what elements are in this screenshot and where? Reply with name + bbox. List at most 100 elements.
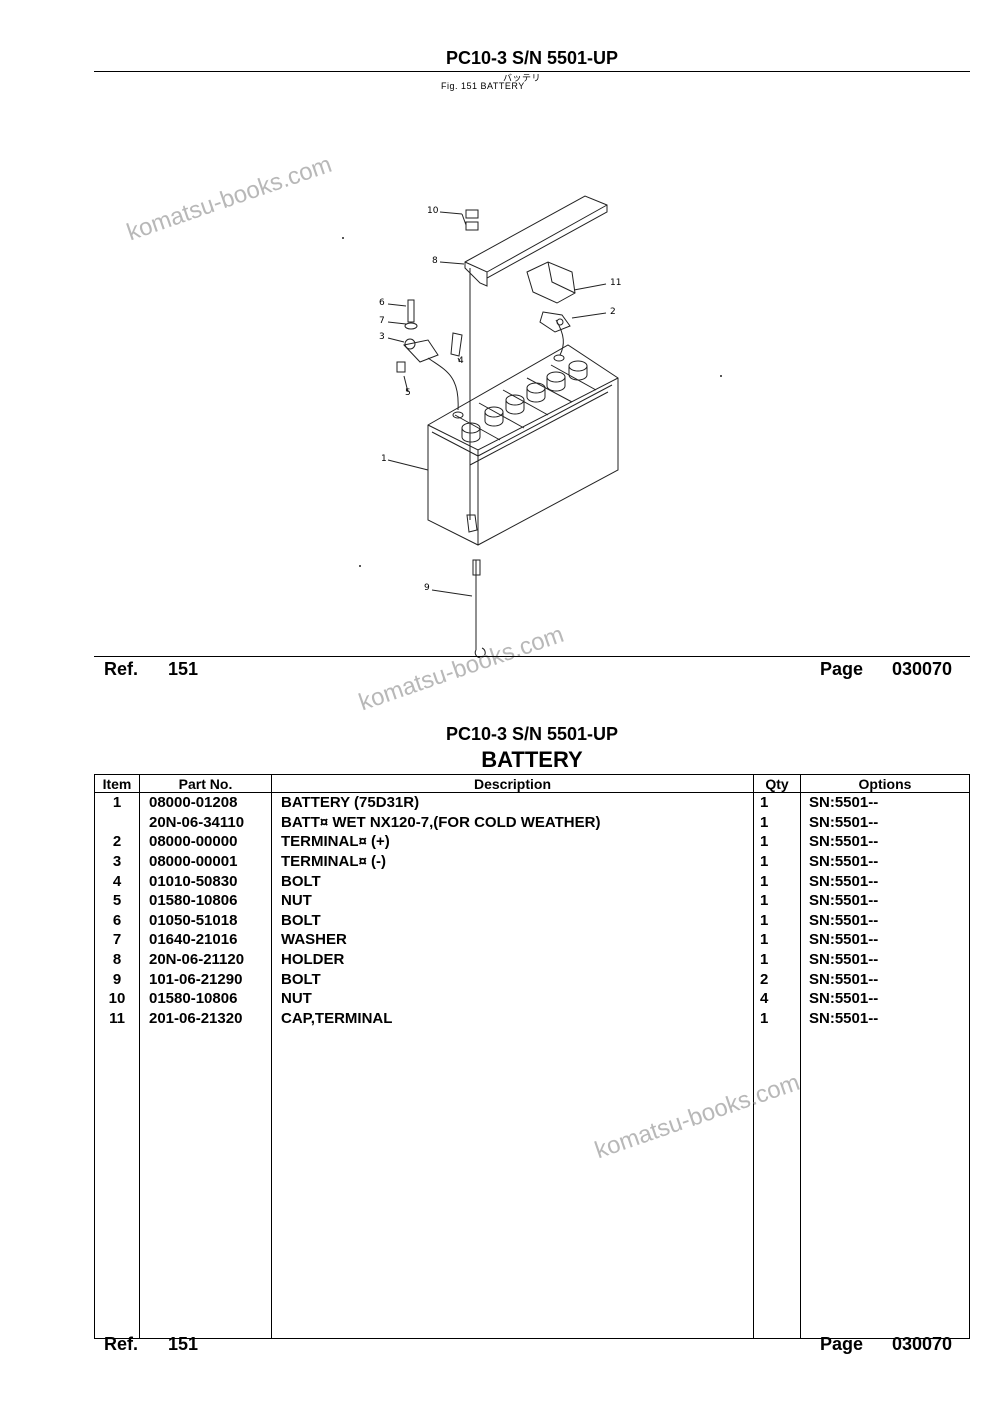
ref-label-top: Ref. (104, 659, 139, 679)
battery-exploded-diagram (342, 195, 722, 659)
cell-options: SN:5501-- (800, 832, 970, 852)
cell-quantity: 1 (753, 851, 801, 872)
table-header-row: Item Part No. Description Qty Options (94, 774, 970, 793)
cell-options: SN:5501-- (800, 871, 970, 891)
cell-quantity: 1 (753, 930, 801, 950)
cell-quantity: 1 (753, 910, 801, 931)
callout-1: 1 (381, 454, 387, 464)
cell-item-number: 2 (94, 832, 140, 852)
cell-item-number: 6 (94, 910, 140, 931)
cell-part-number: 20N-06-21120 (139, 949, 272, 970)
callout-6: 6 (379, 298, 385, 308)
cell-part-number: 01580-10806 (139, 988, 272, 1009)
callout-2: 2 (610, 307, 616, 317)
page-value-bottom: 030070 (892, 1334, 953, 1354)
header-rule (94, 71, 970, 72)
cell-options: SN:5501-- (800, 851, 970, 872)
fig-caption-jp: バッテリ (503, 73, 542, 83)
cell-description: CAP,TERMINAL (271, 1008, 754, 1029)
col-header-qty: Qty (753, 774, 801, 793)
callout-9: 9 (424, 583, 430, 593)
cell-part-number: 01640-21016 (139, 930, 272, 950)
cell-item-number: 3 (94, 851, 140, 872)
footer-rule-top (94, 656, 970, 657)
cell-description: WASHER (271, 930, 754, 950)
model-title-bottom: PC10-3 S/N 5501-UP (445, 724, 619, 744)
cell-part-number: 01050-51018 (139, 910, 272, 931)
callout-5: 5 (405, 388, 411, 398)
cell-description: NUT (271, 988, 754, 1009)
cell-part-number: 01580-10806 (139, 890, 272, 911)
cell-description: HOLDER (271, 949, 754, 970)
cell-options: SN:5501-- (800, 969, 970, 989)
callout-3: 3 (379, 332, 385, 342)
callout-4: 4 (458, 356, 464, 366)
cell-options: SN:5501-- (800, 1008, 970, 1029)
cell-options: SN:5501-- (800, 792, 970, 813)
cell-options: SN:5501-- (800, 949, 970, 970)
cell-quantity: 1 (753, 812, 801, 833)
cell-item-number (94, 812, 140, 833)
cell-description: BOLT (271, 969, 754, 989)
callout-7: 7 (379, 316, 385, 326)
callout-10: 10 (427, 206, 439, 216)
cell-item-number: 9 (94, 969, 140, 989)
cell-quantity: 1 (753, 832, 801, 852)
ref-label-bottom: Ref. (104, 1334, 139, 1354)
cell-quantity: 4 (753, 988, 801, 1009)
cell-item-number: 8 (94, 949, 140, 970)
cell-part-number: 20N-06-34110 (139, 812, 272, 833)
cell-quantity: 1 (753, 871, 801, 891)
callout-8: 8 (432, 256, 438, 266)
col-header-description: Description (271, 774, 754, 793)
cell-part-number: 01010-50830 (139, 871, 272, 891)
cell-part-number: 08000-00000 (139, 832, 272, 852)
cell-options: SN:5501-- (800, 910, 970, 931)
callout-11: 11 (610, 278, 622, 288)
table-filler-row (94, 1028, 970, 1340)
cell-part-number: 08000-00001 (139, 851, 272, 872)
cell-item-number: 5 (94, 890, 140, 911)
cell-quantity: 1 (753, 890, 801, 911)
fig-caption: Fig. 151 BATTERY (441, 81, 525, 91)
cell-item-number: 7 (94, 930, 140, 950)
cell-quantity: 1 (753, 1008, 801, 1029)
cell-item-number: 10 (94, 988, 140, 1009)
page-label-top: Page (820, 659, 864, 679)
ref-value-top: 151 (168, 659, 199, 679)
cell-description: TERMINAL¤ (-) (271, 851, 754, 872)
page-value-top: 030070 (892, 659, 953, 679)
ref-value-bottom: 151 (168, 1334, 199, 1354)
cell-quantity: 2 (753, 969, 801, 989)
cell-options: SN:5501-- (800, 812, 970, 833)
cell-description: BOLT (271, 910, 754, 931)
cell-options: SN:5501-- (800, 930, 970, 950)
cell-description: BATTERY (75D31R) (271, 792, 754, 813)
cell-description: NUT (271, 890, 754, 911)
model-title-top: PC10-3 S/N 5501-UP (445, 48, 619, 68)
cell-part-number: 101-06-21290 (139, 969, 272, 989)
col-header-part: Part No. (139, 774, 272, 793)
cell-item-number: 11 (94, 1008, 140, 1029)
col-header-options: Options (800, 774, 970, 793)
cell-item-number: 1 (94, 792, 140, 813)
cell-quantity: 1 (753, 949, 801, 970)
cell-options: SN:5501-- (800, 988, 970, 1009)
cell-options: SN:5501-- (800, 890, 970, 911)
cell-part-number: 08000-01208 (139, 792, 272, 813)
page-label-bottom: Page (820, 1334, 864, 1354)
cell-quantity: 1 (753, 792, 801, 813)
cell-description: BOLT (271, 871, 754, 891)
cell-part-number: 201-06-21320 (139, 1008, 272, 1029)
